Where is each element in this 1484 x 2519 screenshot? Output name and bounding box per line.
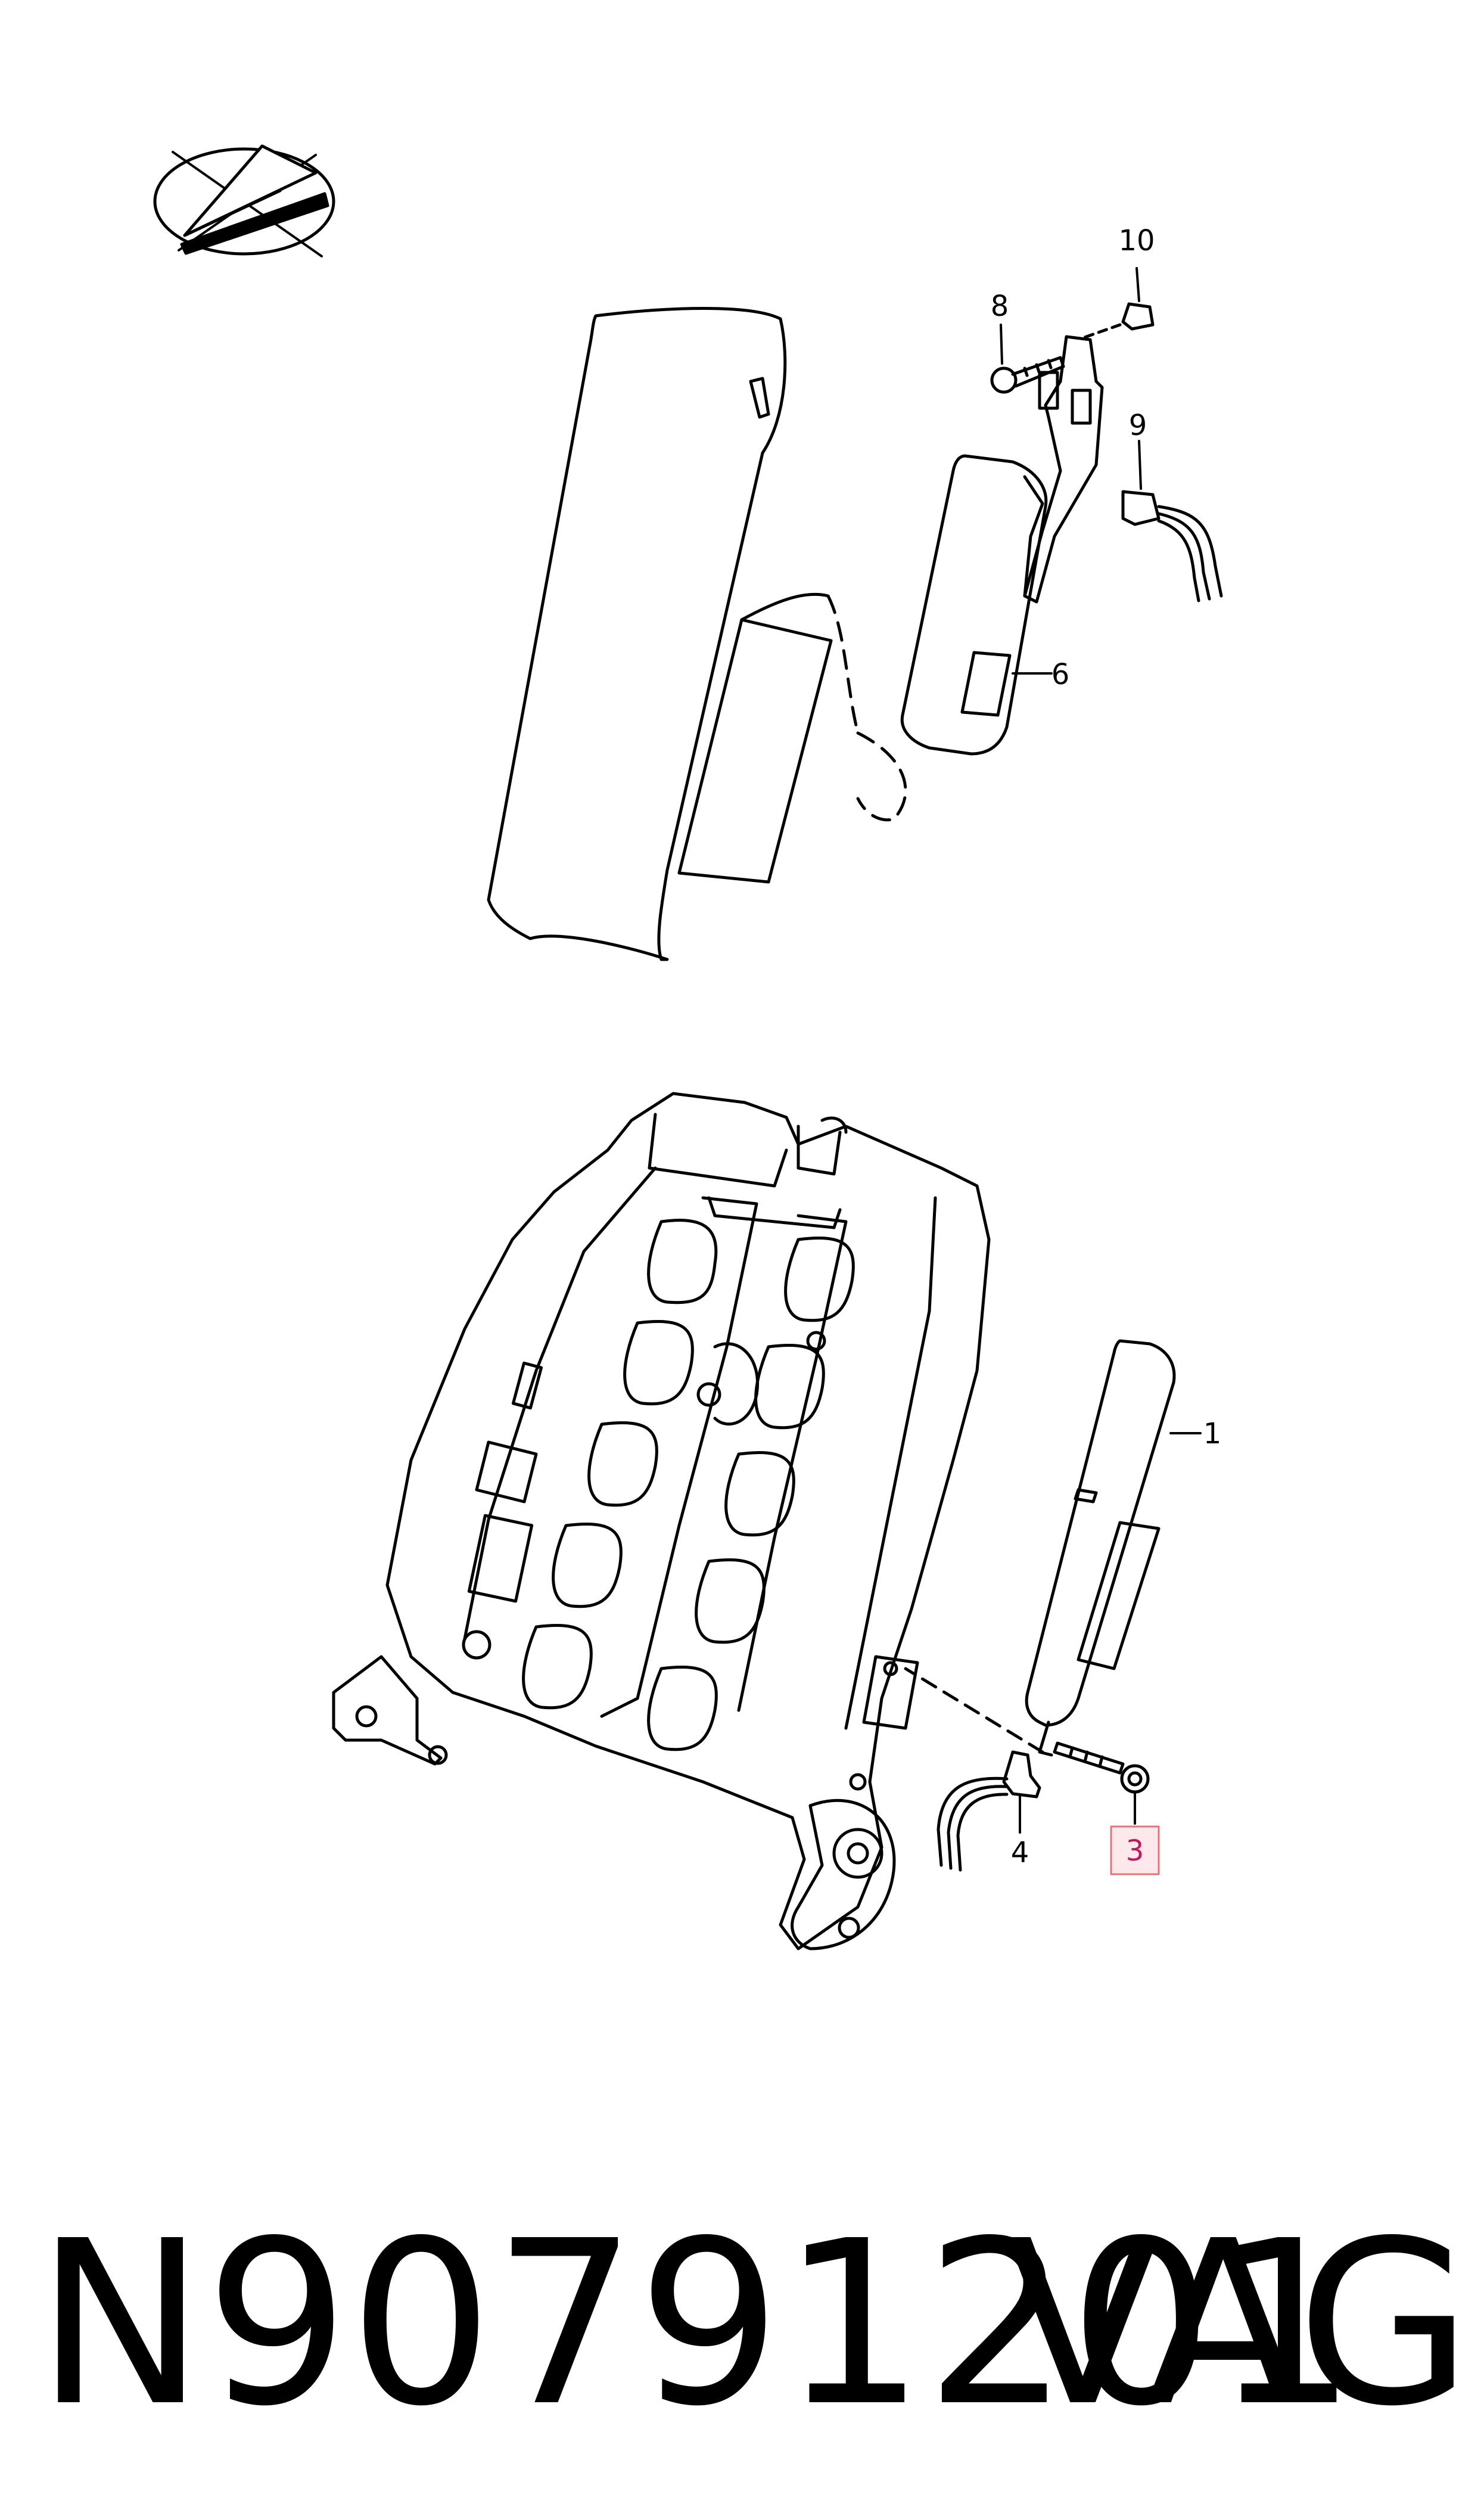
backrest-cushion: [487, 307, 907, 961]
callout-4[interactable]: 4: [1011, 1836, 1029, 1869]
callout-10[interactable]: 10: [1118, 224, 1155, 257]
paper-plane-oval-logo-icon: [153, 144, 335, 257]
recliner-hinge-left: [332, 1655, 448, 1766]
frame-side-details: [462, 1331, 919, 1791]
suspension-pads-right: [647, 1237, 855, 1751]
callout-3[interactable]: 3: [1126, 1834, 1144, 1868]
nut-10: [1079, 302, 1155, 340]
callout-1[interactable]: 1: [1203, 1417, 1222, 1450]
callout-8[interactable]: 8: [991, 290, 1009, 323]
part-number: N90791201: [36, 2192, 1358, 2456]
screw-3: [1053, 1741, 1150, 1794]
brand-name: VAG: [1005, 2192, 1472, 2456]
bolt-8: [990, 356, 1065, 394]
callout-9[interactable]: 9: [1129, 409, 1147, 442]
side-airbag-module: [900, 454, 1048, 756]
callout-6[interactable]: 6: [1051, 658, 1070, 691]
leader-lines: [1000, 267, 1202, 1834]
recliner-hinge-right: [791, 1799, 896, 1950]
connector-4: [937, 1750, 1041, 1872]
connector-9: [1121, 490, 1223, 602]
callout-3-highlight-box: [1110, 1825, 1160, 1875]
side-airbag-1: [904, 1339, 1176, 1757]
suspension-pads-left: [522, 1219, 718, 1710]
